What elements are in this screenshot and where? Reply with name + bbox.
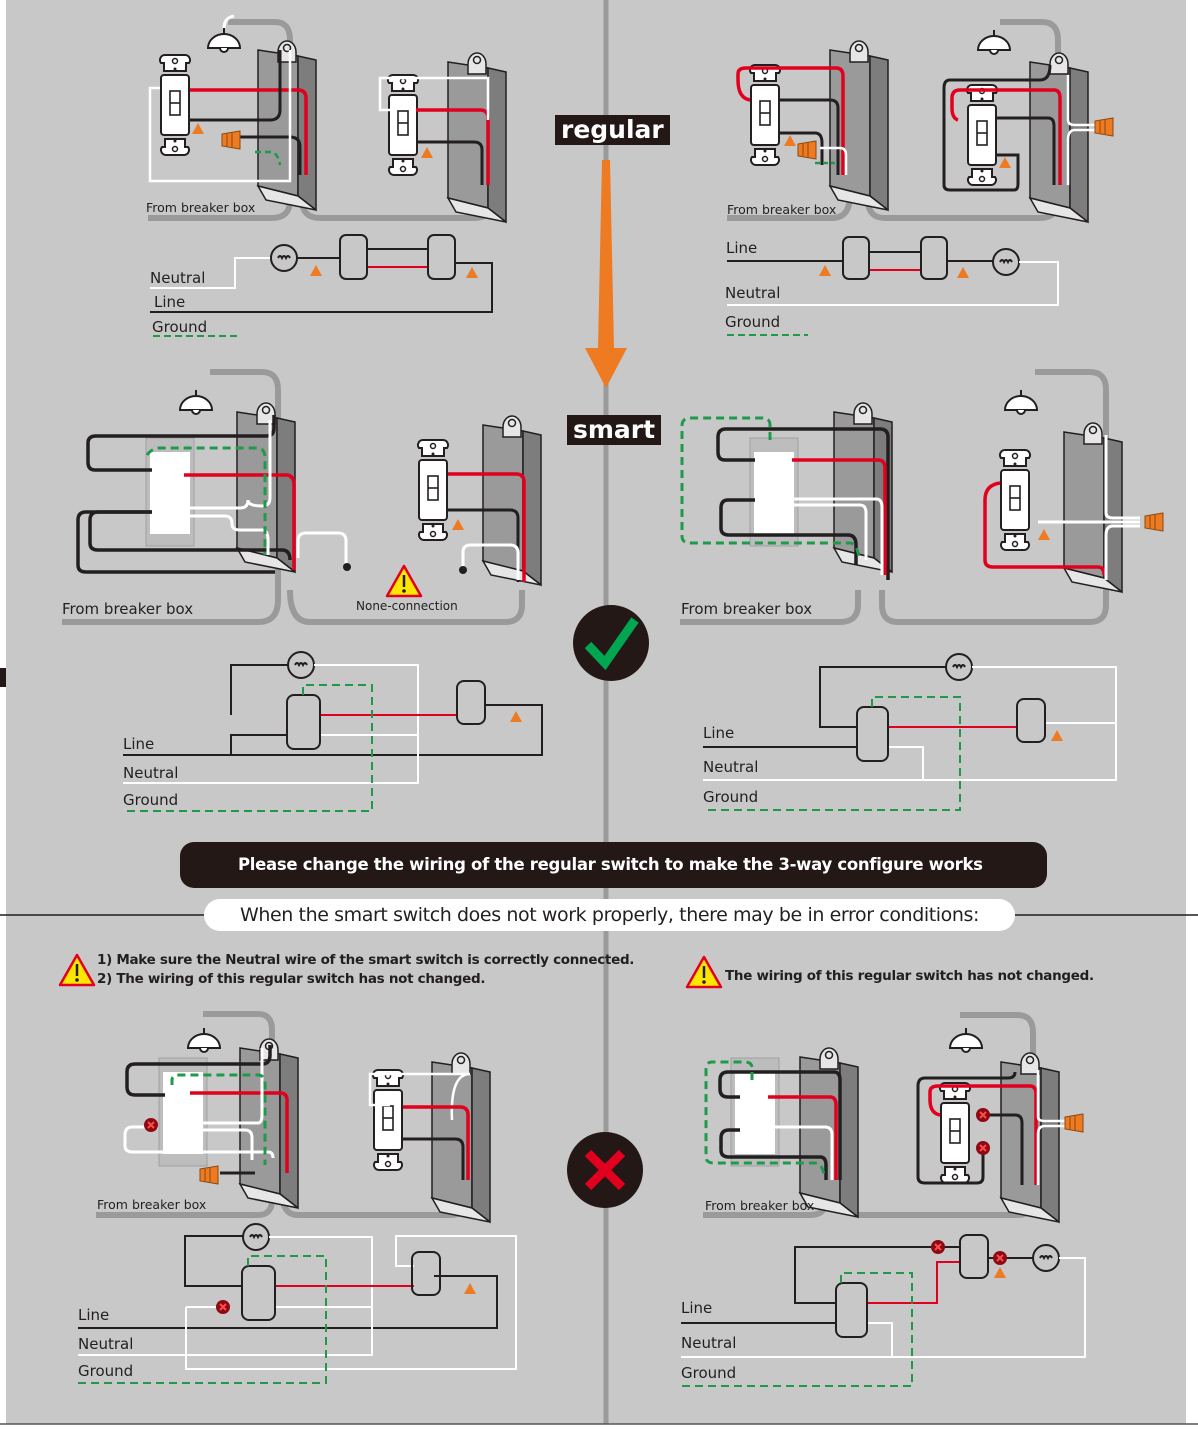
none-connection-label: None-connection <box>356 599 458 613</box>
line-label: Line <box>703 724 735 742</box>
error-note-left: 1) Make sure the Neutral wire of the sma… <box>97 951 634 989</box>
diagram-smart-left <box>62 369 543 812</box>
line-label: Line <box>681 1299 713 1317</box>
smart-tag: smart <box>567 415 662 445</box>
line-label: Line <box>78 1306 110 1324</box>
line-label: Line <box>123 735 155 753</box>
neutral-label: Neutral <box>150 269 206 287</box>
from-breaker-box-label: From breaker box <box>681 600 813 618</box>
diagram-error-right <box>681 1012 1086 1387</box>
error-note-right: The wiring of this regular switch has no… <box>725 967 1094 986</box>
from-breaker-box-label: From breaker box <box>62 600 194 618</box>
diagram-regular-left <box>148 14 507 337</box>
regular-to-smart-arrow-icon <box>585 160 627 388</box>
from-breaker-box-label: From breaker box <box>146 200 256 215</box>
error-mark-icon <box>215 1299 231 1315</box>
error-conditions-heading: When the smart switch does not work prop… <box>204 899 1015 931</box>
regular-tag: regular <box>555 115 670 145</box>
cross-icon <box>567 1132 643 1208</box>
neutral-label: Neutral <box>703 758 759 776</box>
check-icon <box>573 605 649 681</box>
error-mark-icon <box>143 1117 159 1133</box>
diagram-error-left <box>78 1011 517 1384</box>
from-breaker-box-label: From breaker box <box>727 202 837 217</box>
error-note-left-line2: 2) The wiring of this regular switch has… <box>97 971 486 987</box>
ground-label: Ground <box>703 788 759 806</box>
ground-label: Ground <box>123 791 179 809</box>
from-breaker-box-label: From breaker box <box>97 1197 207 1212</box>
error-mark-icon <box>975 1140 991 1156</box>
error-mark-icon <box>930 1239 946 1255</box>
neutral-label: Neutral <box>681 1334 737 1352</box>
neutral-label: Neutral <box>725 284 781 302</box>
from-breaker-box-label: From breaker box <box>705 1198 815 1213</box>
ground-label: Ground <box>78 1362 134 1380</box>
instruction-banner: Please change the wiring of the regular … <box>180 842 1047 920</box>
neutral-label: Neutral <box>123 764 179 782</box>
error-note-right-line1: The wiring of this regular switch has no… <box>725 968 1094 984</box>
diagram-regular-right <box>727 19 1114 336</box>
ground-label: Ground <box>725 313 781 331</box>
line-label: Line <box>726 239 758 257</box>
neutral-label: Neutral <box>78 1335 134 1353</box>
line-label: Line <box>154 293 186 311</box>
error-mark-icon <box>975 1107 991 1123</box>
ground-label: Ground <box>152 318 208 336</box>
diagram-smart-right <box>680 369 1164 811</box>
error-note-left-line1: 1) Make sure the Neutral wire of the sma… <box>97 952 635 968</box>
error-mark-icon <box>992 1250 1008 1266</box>
ground-label: Ground <box>681 1364 737 1382</box>
